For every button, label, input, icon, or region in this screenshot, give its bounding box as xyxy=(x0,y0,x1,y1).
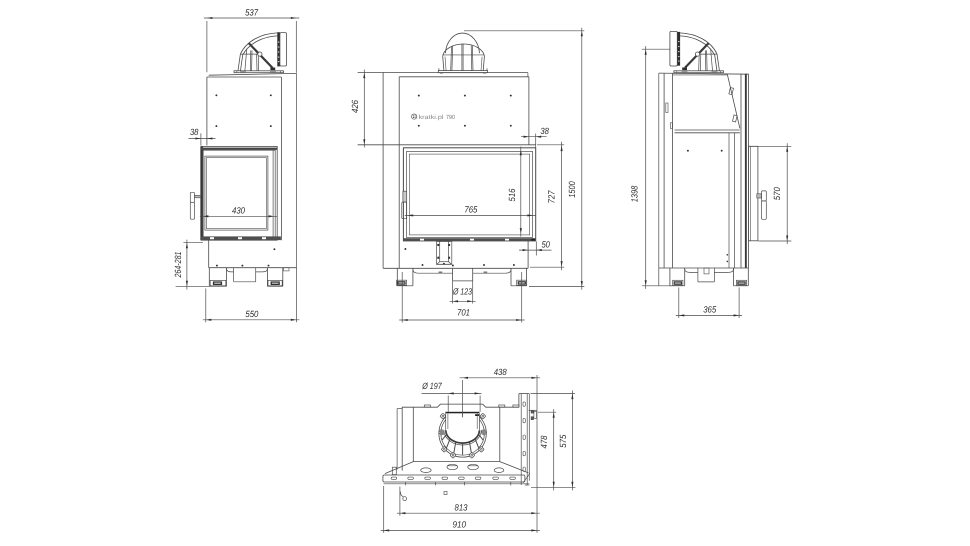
svg-text:813: 813 xyxy=(455,502,468,512)
svg-text:727: 727 xyxy=(546,190,556,204)
svg-text:570: 570 xyxy=(772,187,782,200)
svg-text:365: 365 xyxy=(703,305,717,315)
svg-text:1398: 1398 xyxy=(630,186,640,203)
svg-text:50: 50 xyxy=(541,239,550,249)
svg-text:550: 550 xyxy=(245,309,258,319)
svg-text:Ø 123: Ø 123 xyxy=(452,287,472,297)
svg-text:910: 910 xyxy=(453,520,467,530)
svg-text:765: 765 xyxy=(464,205,478,215)
svg-text:478: 478 xyxy=(539,436,549,449)
svg-text:575: 575 xyxy=(558,434,568,448)
svg-text:438: 438 xyxy=(494,367,507,377)
svg-text:1500: 1500 xyxy=(567,181,577,198)
svg-text:Ø 197: Ø 197 xyxy=(421,381,442,391)
svg-text:701: 701 xyxy=(457,307,470,317)
svg-text:38: 38 xyxy=(190,127,199,137)
svg-text:537: 537 xyxy=(245,7,259,17)
svg-text:kratki.pl: kratki.pl xyxy=(419,114,444,121)
svg-text:516: 516 xyxy=(507,189,517,202)
svg-text:430: 430 xyxy=(232,205,245,215)
svg-text:264-281: 264-281 xyxy=(173,252,183,279)
svg-text:426: 426 xyxy=(350,100,360,113)
svg-text:38: 38 xyxy=(540,126,549,136)
svg-text:790: 790 xyxy=(446,114,456,121)
